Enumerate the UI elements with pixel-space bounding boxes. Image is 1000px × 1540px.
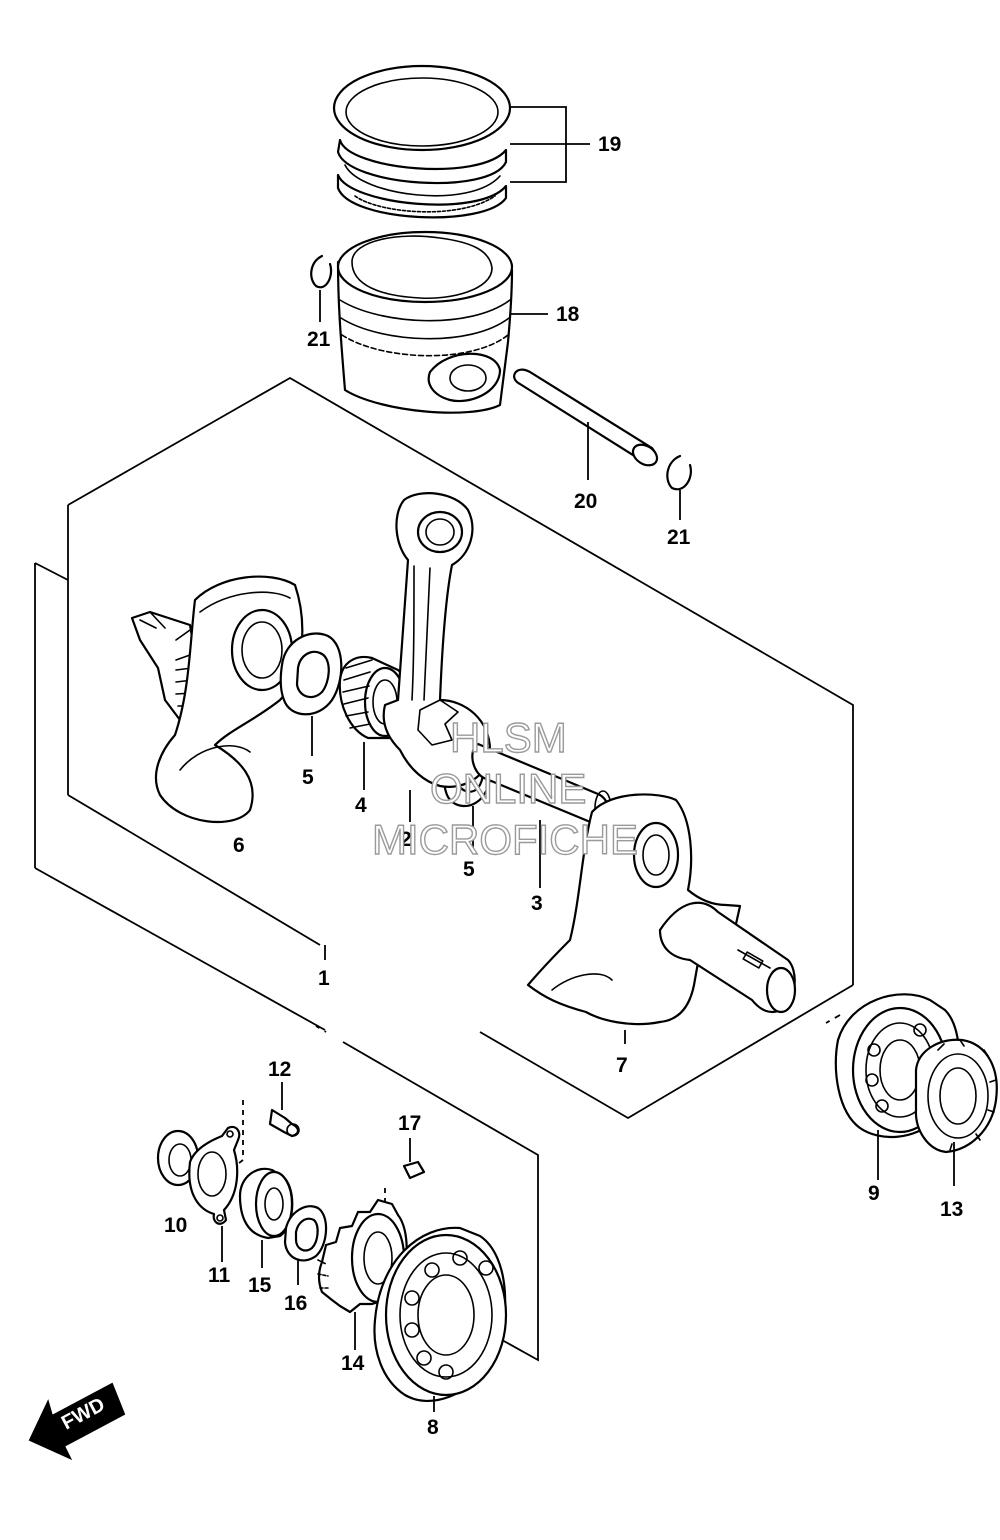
- watermark-line-1: HLSM: [450, 714, 567, 761]
- callout-1: 1: [318, 945, 330, 990]
- callout-14-label: 14: [341, 1352, 365, 1375]
- assembly-frame-crankshaft: [34, 376, 854, 1362]
- callout-7-label: 7: [616, 1054, 628, 1077]
- watermark-line-2: ONLINE: [430, 765, 586, 812]
- callout-5-left-label: 5: [302, 766, 314, 789]
- watermark-line-3: MICROFICHE: [372, 816, 638, 863]
- callout-17-label: 17: [398, 1112, 421, 1135]
- callout-4-label: 4: [355, 794, 367, 817]
- callout-10-label: 10: [164, 1214, 187, 1237]
- callout-16-label: 16: [284, 1292, 307, 1315]
- piston: [336, 230, 514, 414]
- callout-13-label: 13: [940, 1198, 963, 1221]
- ball-bearing-left: 8: [373, 1226, 508, 1439]
- callout-5-right-label: 5: [463, 858, 475, 881]
- callout-20-label: 20: [574, 490, 597, 513]
- piston-pin-circlip-left: 21: [307, 254, 333, 351]
- thin-washer: 16: [283, 1205, 328, 1315]
- callout-9-label: 9: [868, 1182, 880, 1205]
- bearing-lock-nut: 13: [914, 1038, 998, 1221]
- piston-rings: [332, 64, 512, 219]
- spacer: 15: [238, 1167, 294, 1297]
- callout-2-label: 2: [400, 828, 412, 851]
- callout-18-label: 18: [556, 303, 580, 326]
- bearing-retainer-plate: 11: [188, 1125, 241, 1287]
- callout-18: 18: [510, 303, 580, 326]
- callout-19: 19: [510, 106, 621, 183]
- callout-12-label: 12: [268, 1058, 291, 1081]
- callout-15-label: 15: [248, 1274, 272, 1297]
- callout-3-label: 3: [531, 892, 543, 915]
- crankshaft-right-half: 7: [526, 793, 797, 1077]
- forward-direction-arrow: FWD: [28, 1382, 126, 1461]
- callout-21-right-label: 21: [667, 526, 691, 549]
- callout-21-left-label: 21: [307, 328, 331, 351]
- connecting-rod: 2: [382, 492, 492, 851]
- thrust-washer-left: 5: [279, 632, 343, 789]
- callout-19-label: 19: [598, 133, 621, 156]
- callout-11-label: 11: [208, 1264, 231, 1287]
- callout-1-label: 1: [318, 967, 330, 990]
- piston-pin-circlip-right: 21: [666, 454, 692, 549]
- oil-seal: 10: [156, 1129, 200, 1237]
- watermark: HLSM ONLINE MICROFICHE: [371, 713, 638, 863]
- callout-8-label: 8: [427, 1416, 439, 1439]
- callout-6-label: 6: [233, 834, 245, 857]
- retainer-bolt: 12: [229, 1058, 300, 1171]
- piston-pin: 20: [513, 368, 659, 513]
- crankshaft-left-half: 6: [130, 575, 304, 857]
